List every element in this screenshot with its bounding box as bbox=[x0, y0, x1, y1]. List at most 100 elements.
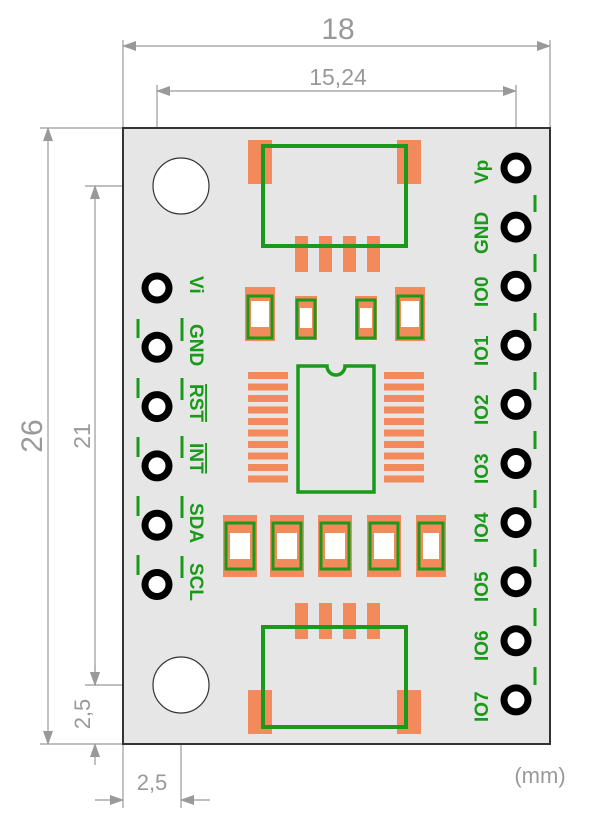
ic-pad-right bbox=[384, 441, 424, 448]
ic-pad-left bbox=[248, 464, 288, 471]
smd-gap bbox=[325, 533, 345, 559]
pin-label-io6: IO6 bbox=[472, 630, 493, 661]
unit-label: (mm) bbox=[514, 763, 565, 788]
offset-left-label: 2,5 bbox=[137, 770, 168, 795]
pin-label-gnd-right: GND bbox=[472, 212, 493, 254]
pin-label-vp: Vp bbox=[472, 160, 493, 184]
pin-label-vi: Vi bbox=[185, 276, 206, 294]
pin-hole bbox=[507, 277, 525, 295]
ic-pad-left bbox=[248, 383, 288, 391]
capacitor-outline bbox=[319, 521, 351, 571]
pin-hole bbox=[148, 457, 166, 475]
ic-pad-right bbox=[384, 418, 424, 425]
pin-hole bbox=[148, 576, 166, 593]
pin-hole bbox=[148, 516, 166, 534]
left-label-ticks bbox=[136, 318, 184, 578]
pin-hole bbox=[148, 338, 166, 356]
through-hole-pin bbox=[500, 448, 532, 479]
left-pin-labels: Vi GND RST INT SDA SCL bbox=[185, 276, 206, 601]
capacitor-outline bbox=[271, 521, 303, 571]
ic-pad-left bbox=[248, 395, 288, 402]
smd-gap bbox=[277, 533, 297, 559]
through-hole-pin bbox=[500, 625, 532, 657]
capacitor-footprints-top bbox=[245, 287, 425, 341]
pin-label-int: INT bbox=[185, 443, 206, 474]
pin-hole bbox=[507, 159, 525, 177]
ic-pad-left bbox=[248, 441, 288, 448]
ic-pad-left bbox=[248, 372, 288, 379]
pin-label-gnd-left: GND bbox=[185, 324, 206, 366]
pin-label-io5: IO5 bbox=[472, 571, 493, 602]
height-pitch-label: 21 bbox=[69, 423, 95, 449]
through-hole-pin bbox=[500, 507, 532, 539]
capacitor-outline bbox=[224, 521, 256, 571]
connector-footprint-bottom bbox=[248, 603, 421, 734]
ic-pad-right bbox=[384, 429, 424, 437]
ic-pad-right bbox=[384, 452, 424, 460]
width-total-label: 18 bbox=[321, 13, 354, 46]
ic-pad-right bbox=[384, 406, 424, 414]
ic-pad-right bbox=[384, 372, 424, 379]
through-hole-pin bbox=[141, 331, 173, 363]
pin-hole bbox=[507, 514, 525, 532]
right-pin-header bbox=[500, 152, 532, 716]
through-hole-pin bbox=[500, 566, 532, 598]
pin-label-io7: IO7 bbox=[472, 691, 493, 722]
pin-hole bbox=[507, 573, 525, 591]
through-hole-pin bbox=[500, 684, 532, 716]
smd-gap bbox=[423, 533, 439, 559]
ic-pad-right bbox=[384, 475, 424, 483]
ic-pad-left bbox=[248, 418, 288, 425]
through-hole-pin bbox=[141, 391, 173, 423]
pin-hole bbox=[507, 336, 525, 354]
connector-footprint-top bbox=[248, 140, 421, 272]
ic-pad-right bbox=[384, 383, 424, 391]
ic-pad-left bbox=[248, 452, 288, 460]
pin-hole bbox=[507, 218, 525, 236]
pin-hole bbox=[507, 691, 525, 709]
mounting-hole-top bbox=[152, 157, 210, 215]
ic-pad-left bbox=[248, 429, 288, 437]
left-pin-header bbox=[141, 272, 173, 600]
mounting-hole-bottom bbox=[152, 656, 210, 714]
pin-label-io4: IO4 bbox=[472, 512, 493, 543]
pin-hole bbox=[148, 398, 166, 416]
pin-label-sda: SDA bbox=[185, 503, 206, 543]
through-hole-pin bbox=[500, 329, 532, 361]
smd-gap bbox=[230, 533, 250, 559]
ic-pad-right bbox=[384, 395, 424, 402]
capacitor-footprints-bottom bbox=[223, 515, 446, 577]
through-hole-pin bbox=[500, 388, 532, 420]
capacitor-outline bbox=[417, 521, 445, 571]
ic-pad-left bbox=[248, 475, 288, 483]
through-hole-pin bbox=[500, 270, 532, 302]
smd-gap bbox=[374, 533, 394, 559]
through-hole-pin bbox=[141, 569, 173, 600]
pin-label-io1: IO1 bbox=[472, 335, 493, 366]
ic-footprint bbox=[248, 364, 424, 494]
pin-label-io2: IO2 bbox=[472, 394, 493, 425]
through-hole-pin bbox=[500, 211, 532, 243]
through-hole-pin bbox=[141, 450, 173, 482]
height-total-label: 26 bbox=[16, 419, 49, 452]
through-hole-pin bbox=[141, 509, 173, 541]
pin-label-rst: RST bbox=[185, 384, 206, 422]
pin-label-io0: IO0 bbox=[472, 276, 493, 307]
pin-label-io3: IO3 bbox=[472, 453, 493, 484]
pin-hole bbox=[507, 395, 525, 413]
pin-hole bbox=[148, 279, 166, 297]
pin-label-scl: SCL bbox=[185, 563, 206, 601]
pcb-board bbox=[122, 127, 551, 745]
through-hole-pin bbox=[141, 272, 173, 304]
capacitor-outline bbox=[368, 521, 400, 571]
offset-bottom-label: 2,5 bbox=[70, 699, 95, 730]
through-hole-pin bbox=[500, 152, 532, 184]
ic-pad-right bbox=[384, 464, 424, 471]
right-pin-labels: Vp GND IO0 IO1 IO2 IO3 IO4 IO5 IO6 IO7 bbox=[472, 160, 493, 722]
ic-pad-left bbox=[248, 406, 288, 414]
pin-hole bbox=[507, 632, 525, 650]
pin-hole bbox=[507, 455, 525, 472]
dimension-arrows bbox=[43, 41, 551, 805]
width-pitch-label: 15,24 bbox=[309, 64, 367, 90]
